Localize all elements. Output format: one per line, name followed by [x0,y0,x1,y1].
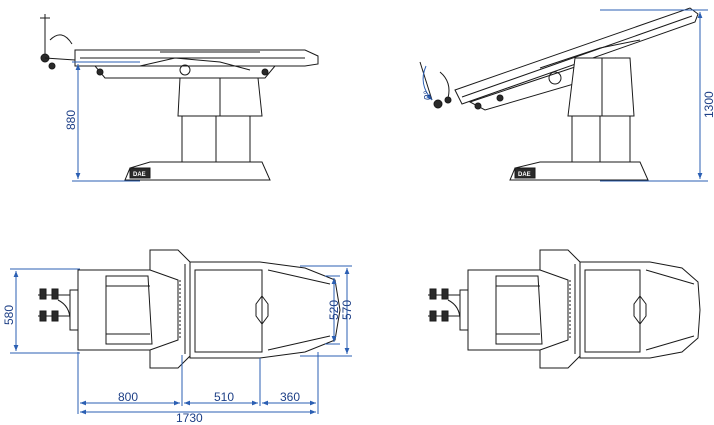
dim-label-880: 880 [64,110,78,130]
dim-label-570: 570 [340,300,354,320]
brand-logo-2: DAE [518,172,531,178]
side-view-tilted: DAE [419,7,699,181]
dimension-table-height: 880 [64,61,140,182]
top-view-dimensioned [38,249,341,369]
dim-label-800: 800 [118,390,138,404]
dimension-head-angle: 0° [422,65,434,101]
dim-label-580: 580 [2,305,16,325]
side-view-flat: DAE [40,14,319,181]
top-view-plain [428,249,701,369]
dim-label-520: 520 [327,300,341,320]
dim-label-1730: 1730 [176,411,203,425]
dim-label-360: 360 [280,390,300,404]
dim-label-510: 510 [214,390,234,404]
brand-logo: DAE [133,172,146,178]
dimensions-top-view: 580 570 520 800 510 360 1730 [2,265,354,425]
dim-label-angle: 0° [423,90,434,100]
dim-label-1300: 1300 [702,91,714,118]
dimension-max-height: 1300 [600,9,714,182]
